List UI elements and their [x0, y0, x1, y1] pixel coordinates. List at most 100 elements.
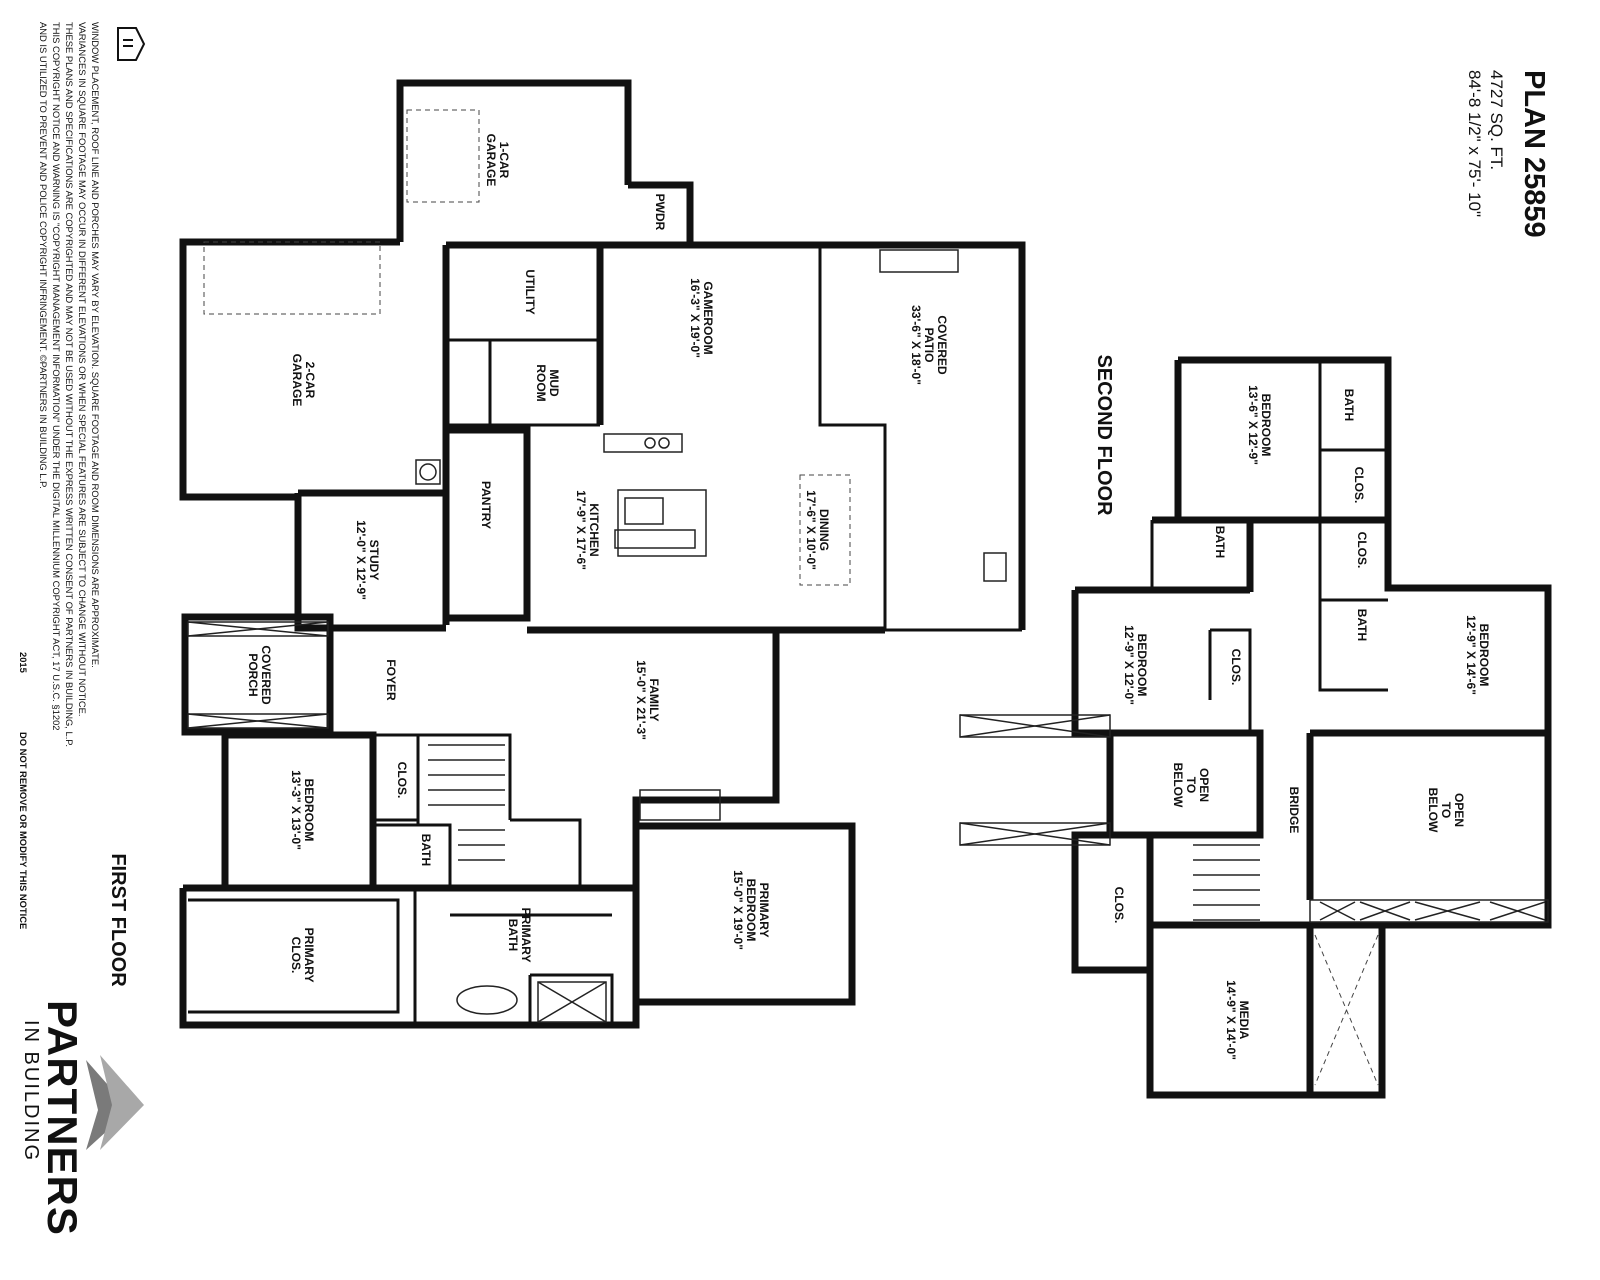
svg-text:MUD: MUD — [547, 369, 561, 397]
svg-text:COVERED: COVERED — [935, 315, 949, 375]
svg-text:PRIMARY: PRIMARY — [757, 883, 771, 938]
note-line: VARIANCES IN SQUARE FOOTAGE MAY OCCUR IN… — [77, 22, 88, 717]
patio-fireplace — [879, 249, 959, 273]
room-clos: CLOS. — [395, 762, 409, 799]
svg-text:SECOND FLOOR: SECOND FLOOR — [1093, 354, 1115, 516]
room-foyer: FOYER — [384, 659, 398, 701]
svg-text:GARAGE: GARAGE — [484, 134, 498, 187]
svg-text:OPEN: OPEN — [1452, 793, 1466, 827]
stairs-first — [428, 744, 505, 861]
grill — [983, 552, 1007, 582]
svg-text:12'-9" X 12'-0": 12'-9" X 12'-0" — [1122, 625, 1136, 705]
room-utility: UTILITY — [523, 269, 537, 314]
room-clos-b: CLOS. — [1355, 532, 1369, 569]
room-bath-c: BATH — [1355, 609, 1369, 641]
svg-text:CLOS.: CLOS. — [1352, 467, 1366, 504]
svg-text:IN BUILDING: IN BUILDING — [20, 1020, 42, 1162]
kitchen-island — [617, 489, 707, 557]
svg-text:OPEN: OPEN — [1197, 768, 1211, 802]
room-study: STUDY 12'-0" X 12'-9" — [354, 520, 381, 600]
second-floor-labels: BEDROOM 13'-6" X 12'-9" BATH CLOS. BATH … — [1112, 385, 1491, 1060]
svg-text:16'-3" X 19'-0": 16'-3" X 19'-0" — [688, 278, 702, 358]
svg-text:BEDROOM: BEDROOM — [1135, 634, 1149, 697]
room-primary-bedroom: PRIMARY BEDROOM 15'-0" X 19'-0" — [731, 870, 771, 950]
svg-text:FAMILY: FAMILY — [647, 679, 661, 722]
room-media: MEDIA 14'-9" X 14'-0" — [1224, 980, 1251, 1060]
room-bedroom: BEDROOM 13'-3" X 13'-0" — [289, 770, 316, 850]
svg-text:1-CAR: 1-CAR — [497, 142, 511, 179]
room-primary-clos: PRIMARY CLOS. — [289, 928, 316, 983]
svg-text:CLOS.: CLOS. — [395, 762, 409, 799]
svg-text:PRIMARY: PRIMARY — [519, 908, 533, 963]
room-dining: DINING 17'-6" X 10'-0" — [804, 490, 831, 570]
plan-dimensions: 84'-8 1/2" x 75'- 10" — [1465, 70, 1484, 217]
room-clos-a: CLOS. — [1352, 467, 1366, 504]
svg-text:15'-0" X 21'-3": 15'-0" X 21'-3" — [634, 660, 648, 740]
partners-chevron-logo — [86, 1055, 144, 1150]
first-floor-label: FIRST FLOOR — [107, 853, 129, 987]
equal-housing-icon — [117, 27, 146, 61]
svg-text:13'-6" X 12'-9": 13'-6" X 12'-9" — [1246, 385, 1260, 465]
room-open-to-below-b: OPEN TO BELOW — [1426, 788, 1466, 833]
svg-text:KITCHEN: KITCHEN — [587, 503, 601, 556]
svg-text:TO: TO — [1184, 777, 1198, 793]
svg-text:BEDROOM: BEDROOM — [744, 879, 758, 942]
svg-text:BATH: BATH — [419, 834, 433, 866]
svg-text:CLOS.: CLOS. — [1112, 887, 1126, 924]
room-family: FAMILY 15'-0" X 21'-3" — [634, 660, 661, 740]
first-floor-walls — [179, 79, 1026, 1029]
svg-text:STUDY: STUDY — [367, 540, 381, 581]
dining-table — [799, 474, 851, 586]
bathtub — [456, 985, 518, 1015]
svg-text:CLOS.: CLOS. — [1355, 532, 1369, 569]
svg-text:CLOS.: CLOS. — [289, 937, 303, 974]
plan-sqft: 4727 SQ. FT. — [1487, 70, 1506, 170]
svg-text:PORCH: PORCH — [246, 653, 260, 696]
plan-title: PLAN 25859 — [1518, 70, 1550, 238]
room-bath: BATH — [419, 834, 433, 866]
note-line: AND IS UTILIZED TO PREVENT AND POLICE CO… — [38, 22, 49, 489]
svg-text:FIRST FLOOR: FIRST FLOOR — [107, 853, 129, 987]
svg-text:BEDROOM: BEDROOM — [302, 779, 316, 842]
svg-text:BEDROOM: BEDROOM — [1259, 394, 1273, 457]
svg-text:GAMEROOM: GAMEROOM — [701, 281, 715, 354]
svg-text:FOYER: FOYER — [384, 659, 398, 701]
svg-text:BELOW: BELOW — [1426, 788, 1440, 833]
svg-text:MEDIA: MEDIA — [1237, 1001, 1251, 1040]
room-primary-bath: PRIMARY BATH — [506, 908, 533, 963]
room-open-to-below-a: OPEN TO BELOW — [1171, 763, 1211, 808]
garage1-door-dash — [406, 109, 480, 203]
second-floor-walls — [959, 356, 1552, 1099]
room-clos-d: CLOS. — [1112, 887, 1126, 924]
note-line: THIS COPYRIGHT NOTICE AND WARNING IS "CO… — [51, 22, 62, 731]
svg-text:GARAGE: GARAGE — [290, 354, 304, 407]
svg-text:BELOW: BELOW — [1171, 763, 1185, 808]
first-floor-labels: 1-CAR GARAGE 2-CAR GARAGE PWDR UTILITY G… — [246, 134, 949, 983]
note-line: THESE PLANS AND SPECIFICATIONS ARE COPYR… — [64, 22, 75, 747]
svg-text:BEDROOM: BEDROOM — [1477, 624, 1491, 687]
first-floor-details — [187, 109, 1007, 1023]
room-clos-c: CLOS. — [1229, 649, 1243, 686]
notice-warning: DO NOT REMOVE OR MODIFY THIS NOTICE — [18, 732, 29, 929]
room-covered-porch: COVERED PORCH — [246, 645, 273, 705]
room-covered-patio: COVERED PATIO 33'-6" X 18'-0" — [909, 305, 949, 385]
svg-text:BATH: BATH — [506, 919, 520, 951]
room-gameroom: GAMEROOM 16'-3" X 19'-0" — [688, 278, 715, 358]
svg-text:17'-6" X 10'-0": 17'-6" X 10'-0" — [804, 490, 818, 570]
family-fireplace — [639, 789, 721, 821]
svg-text:17'-9" X 17'-6": 17'-9" X 17'-6" — [574, 490, 588, 570]
svg-text:PARTNERS: PARTNERS — [39, 1000, 86, 1236]
svg-text:COVERED: COVERED — [259, 645, 273, 705]
room-1-car-garage: 1-CAR GARAGE — [484, 134, 511, 187]
note-line: WINDOW PLACEMENT, ROOF LINE AND PORCHES … — [90, 22, 101, 668]
svg-text:ROOM: ROOM — [534, 364, 548, 401]
notice-year: 2015 — [18, 652, 29, 673]
copyright-notes: WINDOW PLACEMENT, ROOF LINE AND PORCHES … — [18, 22, 101, 929]
svg-text:BATH: BATH — [1355, 609, 1369, 641]
svg-text:12'-9" X 14'-6": 12'-9" X 14'-6" — [1464, 615, 1478, 695]
range — [603, 433, 683, 453]
room-bath-a: BATH — [1342, 389, 1356, 421]
room-kitchen: KITCHEN 17'-9" X 17'-6" — [574, 490, 601, 570]
svg-text:BATH: BATH — [1213, 526, 1227, 558]
svg-text:PRIMARY: PRIMARY — [302, 928, 316, 983]
